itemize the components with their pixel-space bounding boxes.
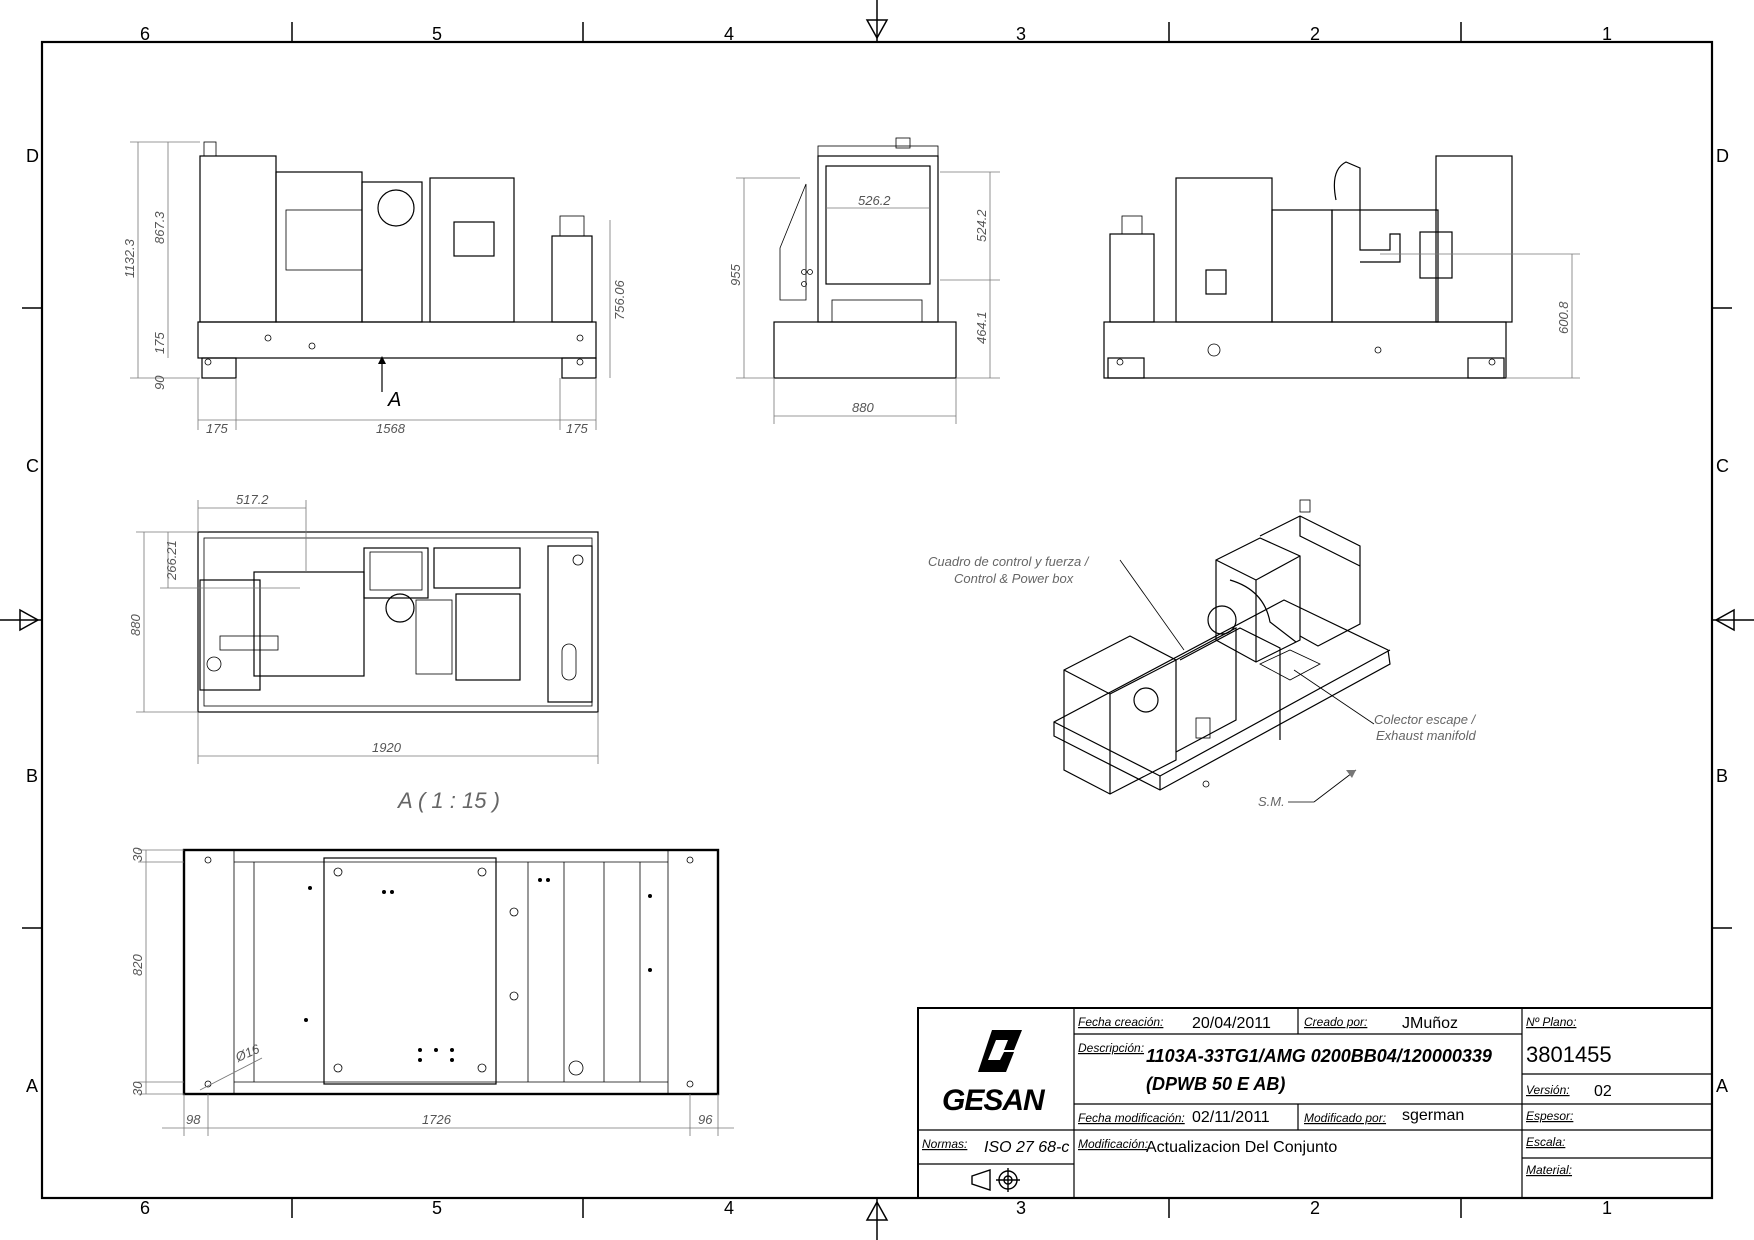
dim-label: 1568 bbox=[376, 421, 406, 436]
dim-label: 175 bbox=[566, 421, 588, 436]
modificacion-value: Actualizacion Del Conjunto bbox=[1146, 1139, 1337, 1156]
normas-value: ISO 27 68-c bbox=[984, 1139, 1069, 1156]
front-view: 526.2 524.2 955 464.1 880 bbox=[728, 137, 1000, 424]
col-label: 3 bbox=[1016, 24, 1026, 44]
dim-label: 880 bbox=[852, 400, 874, 415]
drawing-frame bbox=[40, 40, 1714, 1200]
col-label: 6 bbox=[140, 1198, 150, 1218]
descripcion-label: Descripción: bbox=[1078, 1041, 1144, 1055]
dim-label: 955 bbox=[728, 264, 743, 286]
dim-label: Ø16 bbox=[232, 1041, 262, 1065]
col-label: 6 bbox=[140, 24, 150, 44]
iso-label-control: Control & Power box bbox=[954, 571, 1074, 586]
row-label: A bbox=[1716, 1076, 1728, 1096]
row-label: C bbox=[1716, 456, 1729, 476]
creado-por-value: JMuñoz bbox=[1402, 1015, 1458, 1032]
dim-label: 524.2 bbox=[974, 209, 989, 242]
espesor-label: Espesor: bbox=[1526, 1109, 1573, 1123]
section-marker: A bbox=[387, 389, 401, 411]
normas-label: Normas: bbox=[922, 1137, 967, 1151]
dim-label: 526.2 bbox=[858, 193, 891, 208]
dim-label: 175 bbox=[206, 421, 228, 436]
row-label: B bbox=[1716, 766, 1728, 786]
dim-label: 880 bbox=[128, 614, 143, 636]
row-label: A bbox=[26, 1076, 38, 1096]
row-label: B bbox=[26, 766, 38, 786]
modificacion-label: Modificación: bbox=[1078, 1137, 1148, 1151]
section-title: A ( 1 : 15 ) bbox=[396, 788, 500, 813]
version-label: Versión: bbox=[1526, 1083, 1570, 1097]
projection-symbol-icon bbox=[971, 1168, 1020, 1192]
fecha-mod-label: Fecha modificación: bbox=[1078, 1111, 1185, 1125]
dim-label: 517.2 bbox=[236, 492, 269, 507]
dim-label: 1726 bbox=[422, 1112, 452, 1127]
plano-value: 3801455 bbox=[1526, 1042, 1612, 1067]
col-label: 2 bbox=[1310, 24, 1320, 44]
dim-label: 30 bbox=[130, 1081, 145, 1096]
col-label: 1 bbox=[1602, 24, 1612, 44]
dim-label: 867.3 bbox=[152, 211, 167, 244]
fecha-mod-value: 02/11/2011 bbox=[1192, 1109, 1270, 1126]
version-value: 02 bbox=[1594, 1083, 1612, 1100]
gesan-logo: GESAN bbox=[942, 1030, 1047, 1117]
zone-ticks bbox=[22, 22, 1732, 1218]
dim-label: 1132.3 bbox=[122, 238, 137, 278]
row-label: D bbox=[1716, 146, 1729, 166]
modificado-por-value: sgerman bbox=[1402, 1107, 1464, 1124]
descripcion-line1: 1103A-33TG1/AMG 0200BB04/120000339 bbox=[1146, 1046, 1492, 1066]
iso-label-exhaust: Exhaust manifold bbox=[1376, 728, 1476, 743]
side-view: 1132.3 867.3 175 90 756.06 175 1568 175 … bbox=[122, 141, 627, 436]
descripcion-line2: (DPWB 50 E AB) bbox=[1146, 1074, 1285, 1094]
iso-label-control: Cuadro de control y fuerza / bbox=[928, 554, 1090, 569]
fecha-creacion-label: Fecha creación: bbox=[1078, 1015, 1163, 1029]
modificado-por-label: Modificado por: bbox=[1304, 1111, 1386, 1125]
col-label: 3 bbox=[1016, 1198, 1026, 1218]
col-label: 1 bbox=[1602, 1198, 1612, 1218]
dim-label: 96 bbox=[698, 1112, 713, 1127]
dim-label: 464.1 bbox=[974, 311, 989, 344]
isometric-view: Cuadro de control y fuerza / Control & P… bbox=[928, 499, 1477, 809]
fecha-creacion-value: 20/04/2011 bbox=[1192, 1015, 1271, 1032]
col-label: 2 bbox=[1310, 1198, 1320, 1218]
dim-label: 600.8 bbox=[1556, 301, 1571, 334]
dim-label: 30 bbox=[130, 847, 145, 862]
top-view: 517.2 266.21 880 1920 bbox=[128, 492, 599, 764]
row-label: C bbox=[26, 456, 39, 476]
title-block: GESAN Fecha creación: 20/04/2011 Creado … bbox=[917, 1007, 1713, 1199]
creado-por-label: Creado por: bbox=[1304, 1015, 1367, 1029]
iso-label-exhaust: Colector escape / bbox=[1374, 712, 1477, 727]
dim-label: 1920 bbox=[372, 740, 402, 755]
col-label: 4 bbox=[724, 1198, 734, 1218]
dim-label: 266.21 bbox=[164, 540, 179, 581]
rear-view: 600.8 bbox=[1103, 155, 1580, 379]
col-label: 5 bbox=[432, 1198, 442, 1218]
dim-label: 98 bbox=[186, 1112, 201, 1127]
material-label: Material: bbox=[1526, 1163, 1572, 1177]
col-label: 4 bbox=[724, 24, 734, 44]
dim-label: 820 bbox=[130, 954, 145, 976]
row-label: D bbox=[26, 146, 39, 166]
dim-label: 175 bbox=[152, 332, 167, 354]
col-label: 5 bbox=[432, 24, 442, 44]
plano-label: Nº Plano: bbox=[1526, 1015, 1576, 1029]
iso-label-sm: S.M. bbox=[1258, 794, 1285, 809]
base-view: 30 820 30 98 1726 96 Ø16 bbox=[130, 847, 734, 1136]
escala-label: Escala: bbox=[1526, 1135, 1565, 1149]
logo-text: GESAN bbox=[942, 1084, 1046, 1117]
dim-label: 90 bbox=[152, 375, 167, 390]
dim-label: 756.06 bbox=[612, 279, 627, 320]
